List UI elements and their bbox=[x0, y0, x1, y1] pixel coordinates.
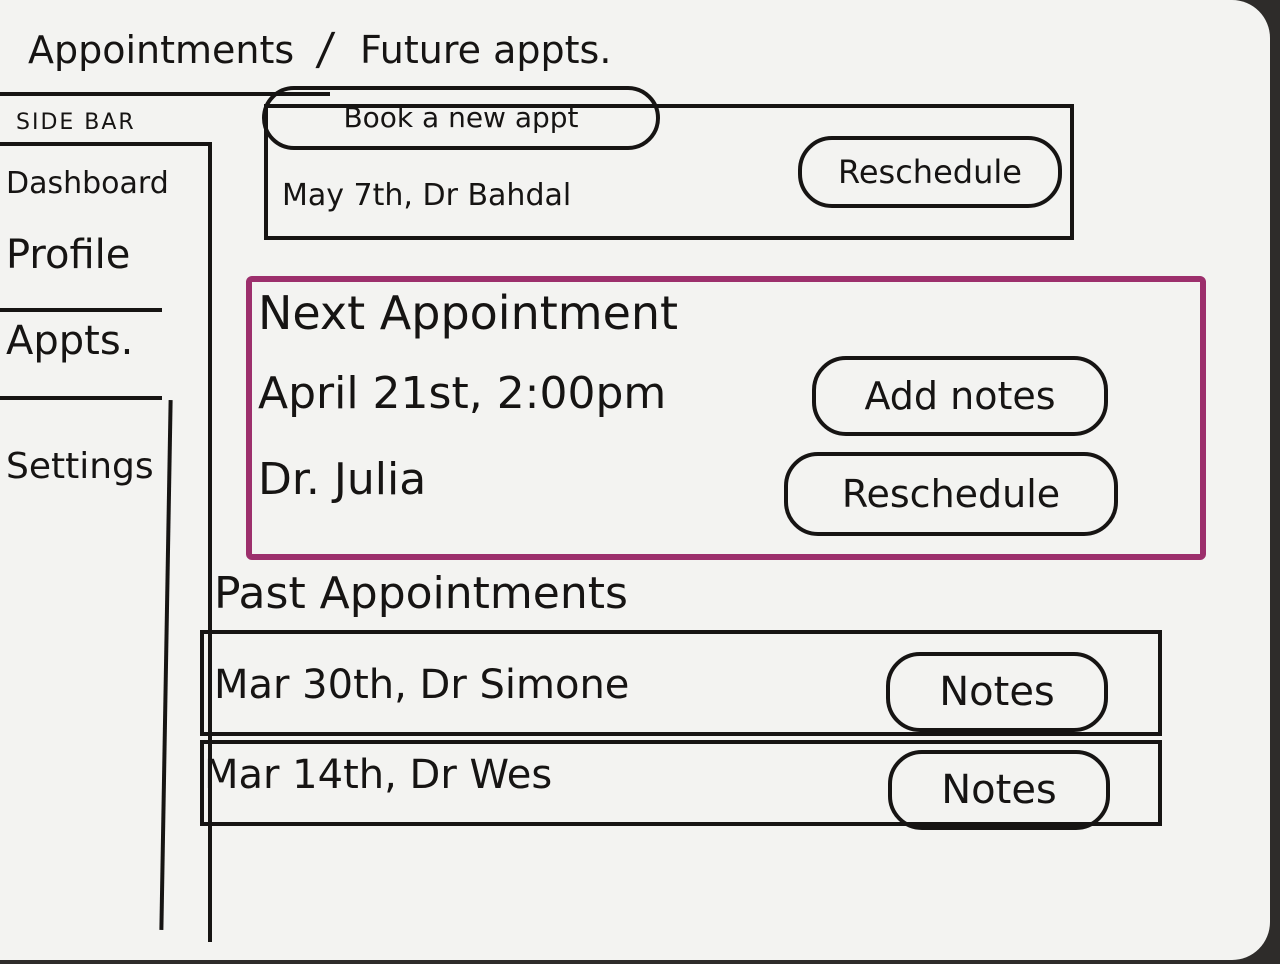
past-appointment-row bbox=[200, 630, 1162, 736]
next-appointment-title: Next Appointment bbox=[258, 286, 679, 340]
past-appointments-title: Past Appointments bbox=[214, 568, 628, 619]
past-appointment-label: Mar 14th, Dr Wes bbox=[204, 752, 553, 798]
sidebar-item-dashboard[interactable]: Dashboard bbox=[6, 166, 169, 201]
sidebar-item-appts[interactable]: Appts. bbox=[6, 318, 134, 364]
sidebar bbox=[0, 142, 212, 942]
sidebar-item-settings[interactable]: Settings bbox=[6, 446, 154, 487]
next-appointment-doctor: Dr. Julia bbox=[258, 454, 427, 505]
sidebar-active-indicator bbox=[0, 308, 162, 400]
book-new-appt-button[interactable]: Book a new appt bbox=[262, 86, 660, 150]
next-appointment-datetime: April 21st, 2:00pm bbox=[258, 368, 667, 419]
breadcrumb-appointments[interactable]: Appointments bbox=[28, 28, 295, 72]
add-notes-button[interactable]: Add notes bbox=[812, 356, 1108, 436]
sidebar-item-profile[interactable]: Profile bbox=[6, 232, 131, 278]
past-appointment-row bbox=[200, 740, 1162, 826]
sidebar-tag: SIDE BAR bbox=[16, 110, 136, 135]
future-appointment-label: May 7th, Dr Bahdal bbox=[282, 178, 572, 213]
breadcrumb-current-page: Future appts. bbox=[360, 28, 612, 72]
notes-button[interactable]: Notes bbox=[886, 652, 1108, 732]
breadcrumb-underline bbox=[0, 92, 330, 96]
notes-button[interactable]: Notes bbox=[888, 750, 1110, 830]
next-appointment-card bbox=[246, 276, 1206, 560]
past-appointment-label: Mar 30th, Dr Simone bbox=[214, 662, 630, 708]
next-reschedule-button[interactable]: Reschedule bbox=[784, 452, 1118, 536]
future-appointment-row bbox=[264, 104, 1074, 240]
future-reschedule-button[interactable]: Reschedule bbox=[798, 136, 1062, 208]
breadcrumb-separator: / bbox=[314, 24, 337, 75]
